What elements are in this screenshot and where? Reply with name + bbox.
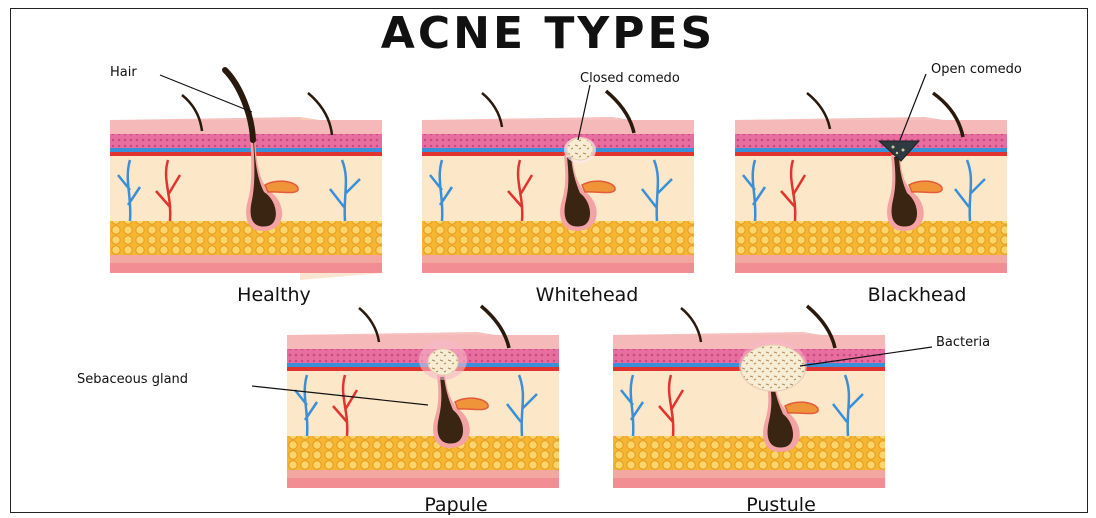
skin-panel-whitehead [422, 91, 694, 273]
callout-bacteria: Bacteria [936, 335, 990, 351]
callout-sebaceous-gland: Sebaceous gland [77, 372, 188, 388]
panel-label-pustule: Pustule [661, 493, 901, 517]
skin-panel-healthy [110, 70, 382, 280]
skin-panel-papule [287, 306, 559, 488]
skin-panel-pustule [613, 306, 885, 488]
panel-label-papule: Papule [336, 493, 576, 517]
panel-label-blackhead: Blackhead [797, 283, 1037, 307]
panel-label-healthy: Healthy [154, 283, 394, 307]
skin-panel-blackhead [735, 93, 1007, 273]
skin-block [110, 117, 382, 280]
callout-hair: Hair [110, 65, 137, 81]
callout-closed-comedo: Closed comedo [580, 71, 680, 87]
callout-open-comedo: Open comedo [931, 62, 1022, 78]
panel-label-whitehead: Whitehead [467, 283, 707, 307]
